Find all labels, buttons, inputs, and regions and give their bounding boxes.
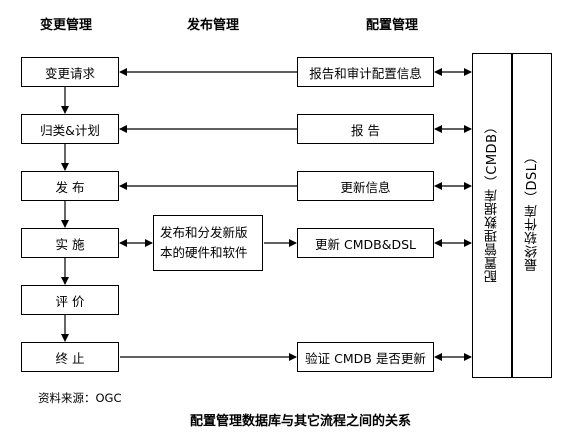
config-report-audit-box: 报告和审计配置信息 xyxy=(297,57,434,87)
change-step-classify-plan: 归类&计划 xyxy=(21,114,119,144)
config-update-info-box: 更新信息 xyxy=(297,171,434,201)
config-verify-cmdb-box: 验证 CMDB 是否更新 xyxy=(297,342,434,372)
header-release-management: 发布管理 xyxy=(187,18,240,33)
release-distribute-box: 发布和分发新版本的硬件和软件 xyxy=(153,215,263,271)
source-note: 资料来源：OGC xyxy=(38,391,122,405)
cmdb-panel xyxy=(472,53,512,378)
figure-caption: 配置管理数据库与其它流程之间的关系 xyxy=(190,414,412,429)
config-update-cmdb-dsl-box: 更新 CMDB&DSL xyxy=(297,228,434,258)
change-step-release: 发 布 xyxy=(21,171,119,201)
change-step-implement: 实 施 xyxy=(21,228,119,258)
header-change-management: 变更管理 xyxy=(40,18,93,33)
header-config-management: 配置管理 xyxy=(366,18,419,33)
config-report-box: 报 告 xyxy=(297,114,434,144)
change-step-evaluate: 评 价 xyxy=(21,285,119,315)
dsl-panel xyxy=(512,53,552,378)
change-step-request: 变更请求 xyxy=(21,57,119,87)
change-step-close: 终 止 xyxy=(21,342,119,372)
